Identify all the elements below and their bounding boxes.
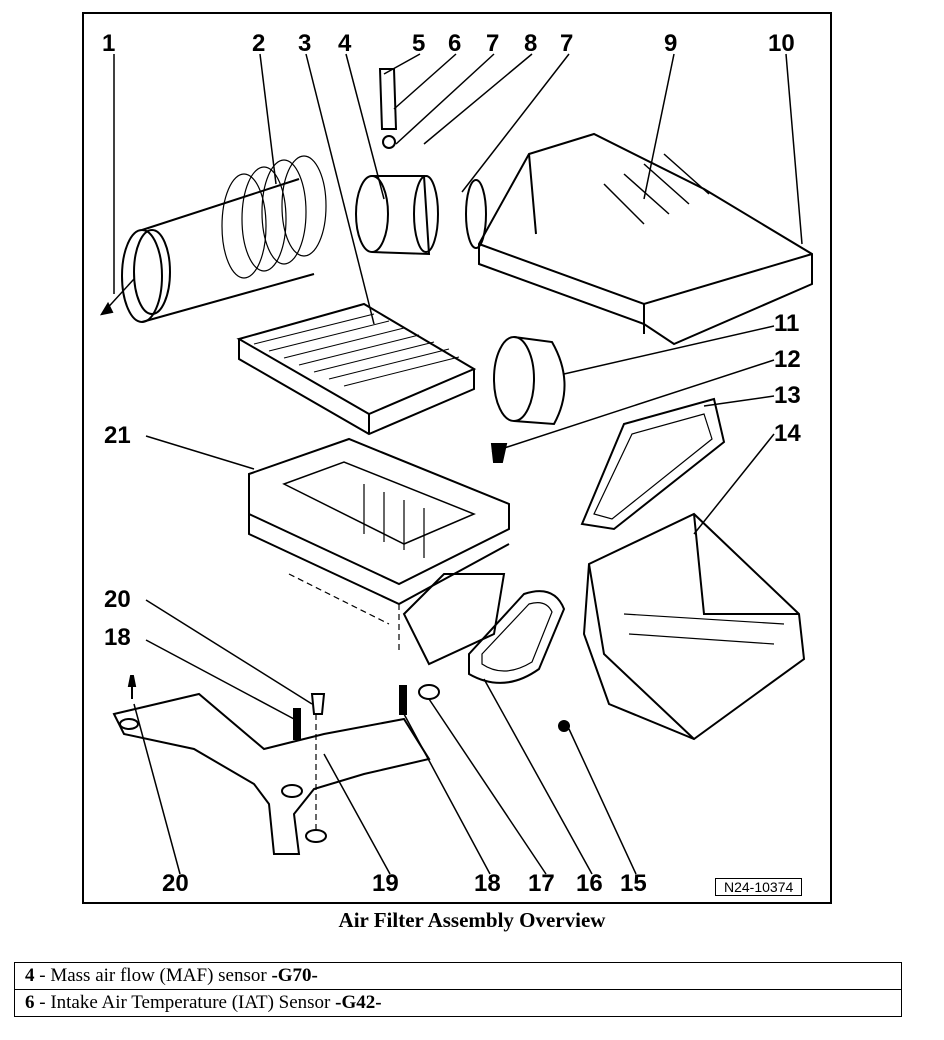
callout-20: 20	[104, 586, 131, 613]
callout-17: 17	[528, 870, 555, 897]
legend-description: Mass air flow (MAF) sensor	[50, 965, 272, 986]
legend-code: -G42-	[335, 992, 382, 1013]
mounting-bracket	[112, 675, 431, 855]
legend-table: 4 - Mass air flow (MAF) sensor -G70- 6 -…	[14, 962, 902, 1017]
legend-separator: -	[34, 992, 51, 1013]
figure-caption: Air Filter Assembly Overview	[338, 908, 606, 932]
callout-18: 18	[104, 624, 131, 651]
callout-9: 9	[664, 30, 678, 57]
intake-duct	[582, 512, 806, 741]
callout-6: 6	[448, 30, 462, 57]
upper-housing	[465, 132, 813, 346]
fasteners	[293, 684, 570, 834]
legend-row: 4 - Mass air flow (MAF) sensor -G70-	[14, 962, 902, 990]
callout-3: 3	[298, 30, 312, 57]
maf-sensor	[355, 68, 439, 256]
callout-11: 11	[774, 310, 800, 337]
legend-cell: 4 - Mass air flow (MAF) sensor -G70-	[14, 962, 902, 990]
legend-number: 4	[25, 965, 35, 986]
legend-description: Intake Air Temperature (IAT) Sensor	[50, 992, 336, 1013]
gasket	[468, 590, 566, 684]
callout-20b: 20	[162, 870, 189, 897]
diagram-drawing	[99, 53, 813, 875]
callout-4: 4	[338, 30, 352, 57]
leader-lines	[113, 53, 803, 875]
legend-code: -G70-	[271, 965, 318, 986]
reference-code: N24-10374	[715, 878, 803, 896]
callout-16: 16	[576, 870, 603, 897]
callout-5: 5	[412, 30, 426, 57]
intake-hose	[99, 155, 327, 323]
legend-row: 6 - Intake Air Temperature (IAT) Sensor …	[14, 989, 902, 1017]
exploded-diagram: 1 2 3 4 5 6 7 8 7 9 10 11 12 13 14 21 20…	[82, 12, 832, 904]
lower-housing	[248, 437, 510, 666]
callout-14: 14	[774, 420, 801, 447]
legend-number: 6	[25, 992, 35, 1013]
callout-1: 1	[102, 30, 116, 57]
callout-12: 12	[774, 346, 801, 373]
callout-2: 2	[252, 30, 266, 57]
callout-15: 15	[620, 870, 647, 897]
callout-18b: 18	[474, 870, 501, 897]
callout-13: 13	[774, 382, 801, 409]
filter-element	[236, 302, 477, 436]
callout-21: 21	[104, 422, 131, 449]
duct-cover	[580, 397, 726, 531]
callout-7b: 7	[560, 30, 574, 57]
callout-19: 19	[372, 870, 399, 897]
legend-cell: 6 - Intake Air Temperature (IAT) Sensor …	[14, 989, 902, 1017]
callout-8: 8	[524, 30, 538, 57]
callout-7: 7	[486, 30, 500, 57]
legend-separator: -	[34, 965, 51, 986]
callout-10: 10	[768, 30, 795, 57]
elbow-connector	[490, 336, 566, 463]
